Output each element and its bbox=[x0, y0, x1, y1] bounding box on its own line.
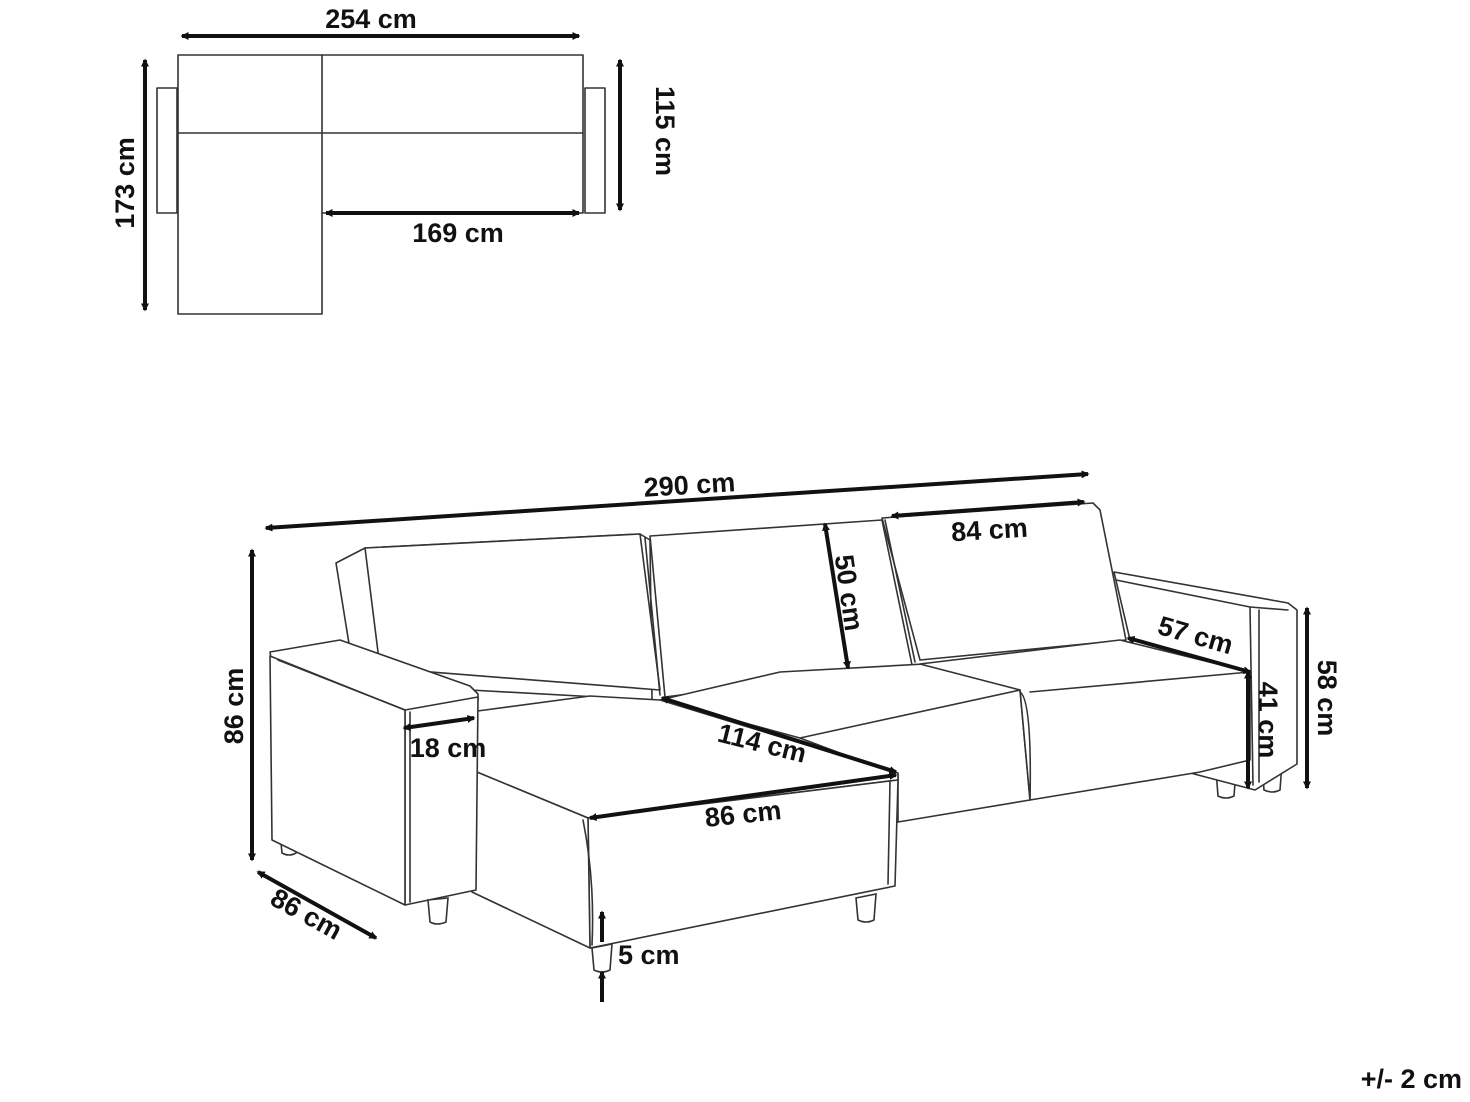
plan-depth-label: 173 cm bbox=[110, 137, 140, 229]
armrest-height-label: 58 cm bbox=[1312, 660, 1342, 737]
plan-sofa-depth-label: 115 cm bbox=[650, 86, 680, 176]
armrest-width-label: 18 cm bbox=[410, 733, 487, 763]
total-width-label: 290 cm bbox=[643, 467, 736, 503]
plan-view: 254 cm 173 cm 115 cm 169 cm bbox=[110, 4, 680, 315]
front-legs bbox=[427, 893, 877, 973]
seat-depth-arrow bbox=[1126, 635, 1252, 675]
plan-seat-width-label: 169 cm bbox=[412, 218, 504, 248]
backrest-height-arrow bbox=[822, 522, 851, 670]
chaise-length-arrow bbox=[660, 696, 898, 774]
plan-width-label: 254 cm bbox=[325, 4, 417, 34]
leg-height-label: 5 cm bbox=[618, 940, 680, 970]
chaise-width-arrow bbox=[588, 771, 898, 822]
depth-arrow bbox=[256, 870, 378, 940]
total-height-label: 86 cm bbox=[219, 668, 249, 745]
plan-sofa-outline bbox=[156, 54, 606, 315]
perspective-view: 290 cm 84 cm 50 cm 57 cm 86 cm 58 cm 41 … bbox=[219, 467, 1342, 1002]
tolerance-note: +/- 2 cm bbox=[1361, 1064, 1462, 1094]
left-armrest bbox=[269, 639, 479, 906]
cushion-width-arrow bbox=[890, 498, 1086, 520]
total-width-arrow bbox=[264, 470, 1090, 532]
cushion-width-label: 84 cm bbox=[950, 513, 1028, 548]
depth-label: 86 cm bbox=[266, 882, 348, 945]
armrest-width-arrow bbox=[402, 714, 476, 732]
seat-height-label: 41 cm bbox=[1253, 682, 1283, 759]
